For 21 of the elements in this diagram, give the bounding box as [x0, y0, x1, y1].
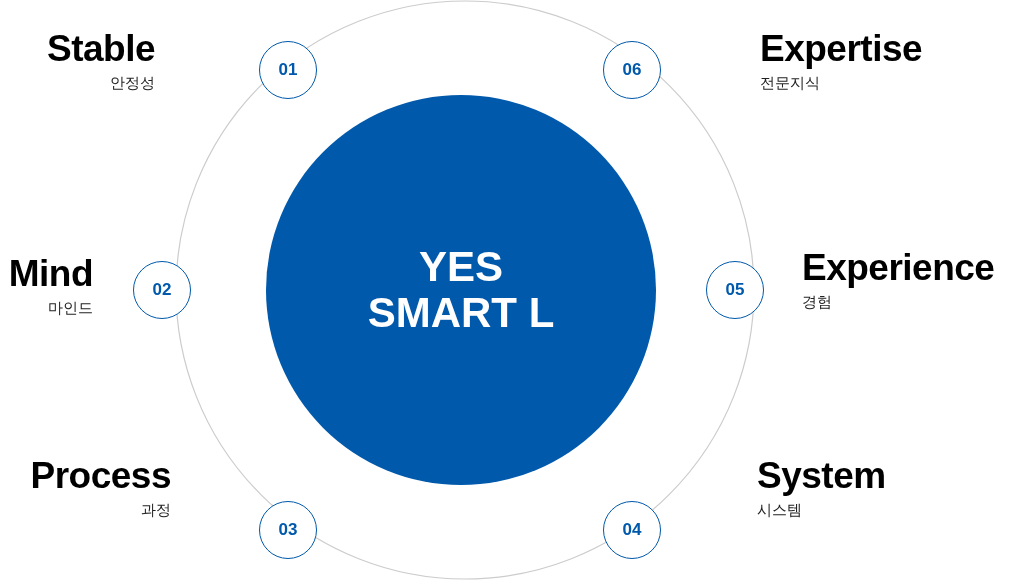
number-circle	[259, 41, 317, 99]
value-title: System	[757, 455, 886, 497]
value-subtitle: 시스템	[757, 501, 802, 520]
value-subtitle: 경험	[802, 293, 832, 312]
step-number: 04	[622, 520, 642, 540]
step-number: 02	[152, 280, 172, 300]
value-subtitle: 안정성	[110, 74, 155, 93]
value-title: Mind	[8, 253, 93, 295]
number-circle	[603, 501, 661, 559]
value-title: Stable	[46, 28, 155, 70]
value-subtitle: 마인드	[48, 299, 93, 318]
step-number: 06	[622, 60, 642, 80]
center-title: YES SMART L	[366, 244, 556, 336]
value-title: Expertise	[760, 28, 923, 70]
value-subtitle: 전문지식	[760, 74, 820, 93]
step-number: 01	[278, 60, 298, 80]
value-subtitle: 과정	[141, 501, 171, 520]
step-number: 05	[725, 280, 745, 300]
value-title: Experience	[802, 247, 995, 289]
step-number: 03	[278, 520, 298, 540]
value-title: Process	[30, 455, 171, 497]
